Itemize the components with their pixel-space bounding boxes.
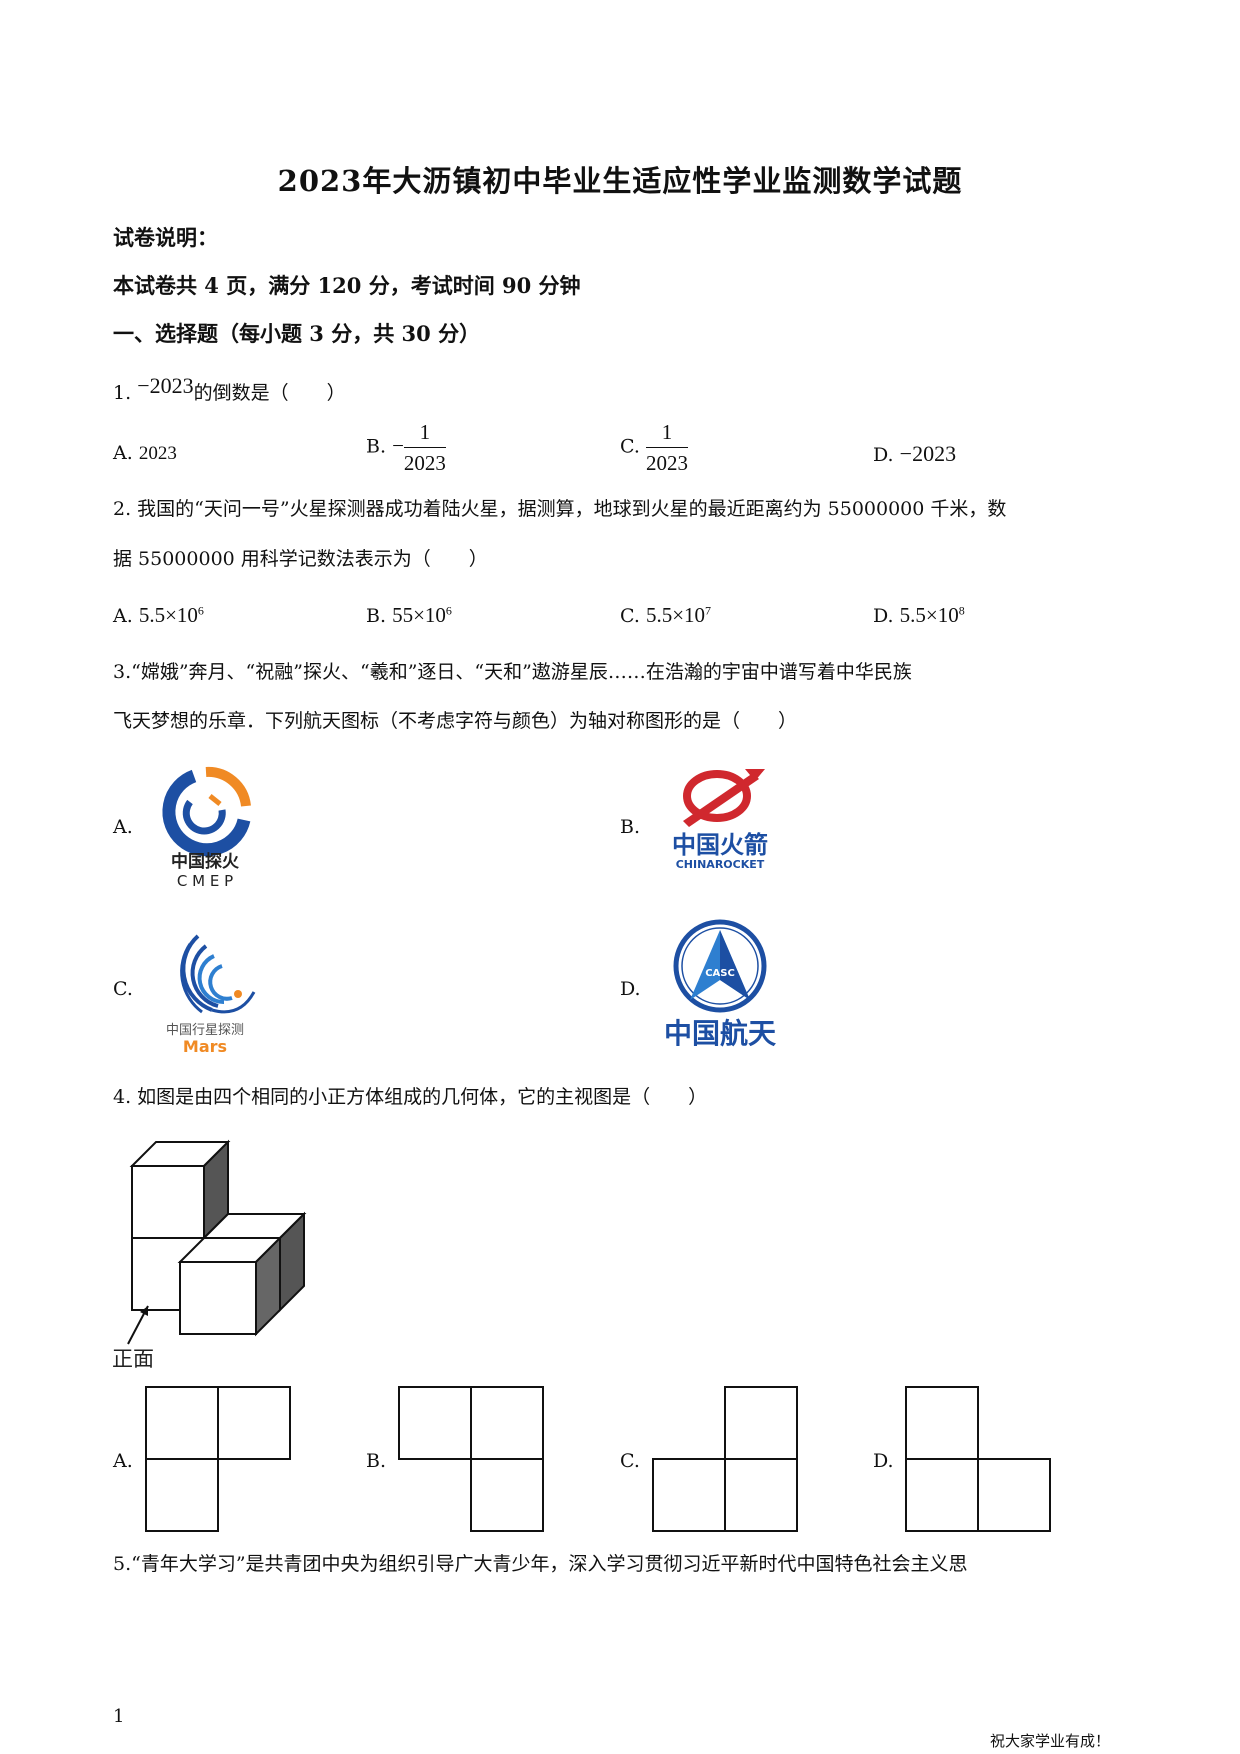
q3-option-a-label: A. bbox=[113, 816, 133, 838]
q1-option-d: D. −2023 bbox=[873, 441, 957, 466]
section-heading: 一、选择题（每小题 3 分，共 30 分） bbox=[113, 321, 481, 346]
q4-option-d-label: D. bbox=[873, 1450, 894, 1472]
q4-option-d-figure bbox=[905, 1386, 1051, 1532]
question-2-line-2: 据 55000000 用科学记数法表示为（ ） bbox=[113, 548, 488, 570]
q3-option-c-label: C. bbox=[113, 978, 133, 1000]
mars-logo-cn: 中国行星探测 bbox=[166, 1023, 244, 1038]
casc-logo-cn: 中国航天 bbox=[664, 1017, 776, 1050]
mars-logo-en: Mars bbox=[183, 1037, 227, 1056]
casc-logo-en: CASC bbox=[705, 968, 735, 979]
cmep-logo-en: C M E P bbox=[177, 872, 233, 890]
question-1-expression: −2023 bbox=[137, 373, 194, 398]
q4-option-b-figure bbox=[398, 1386, 544, 1532]
q4-option-a-label: A. bbox=[113, 1450, 133, 1472]
cube-solid-figure: 正面 bbox=[112, 1139, 307, 1370]
china-rocket-logo-cn: 中国火箭 bbox=[672, 831, 768, 859]
instructions-label: 试卷说明： bbox=[113, 225, 218, 250]
q3-option-d-label: D. bbox=[620, 978, 641, 1000]
q2-option-c: C. 5.5×107 bbox=[620, 603, 712, 627]
q4-option-c-figure bbox=[652, 1386, 798, 1532]
q2-option-a: A. 5.5×106 bbox=[113, 603, 204, 627]
cmep-logo-cn: 中国探火 bbox=[171, 851, 240, 872]
q2-option-b: B. 55×106 bbox=[366, 603, 452, 627]
cmep-logo-icon: 中国探火 C M E P bbox=[162, 766, 251, 890]
q1-option-a: A. 2023 bbox=[113, 442, 177, 464]
q4-option-c-label: C. bbox=[620, 1450, 640, 1472]
instructions-text: 本试卷共 4 页，满分 120 分，考试时间 90 分钟 bbox=[113, 273, 581, 298]
mars-logo-icon: 中国行星探测 Mars bbox=[166, 934, 256, 1056]
front-view-label: 正面 bbox=[112, 1347, 154, 1370]
china-rocket-logo-en: CHINAROCKET bbox=[676, 858, 765, 871]
question-2-line-1: 2. 我国的“天问一号”火星探测器成功着陆火星，据测算，地球到火星的最近距离约为… bbox=[113, 498, 1007, 520]
question-3-line-2: 飞天梦想的乐章．下列航天图标（不考虑字符与颜色）为轴对称图形的是（ ） bbox=[113, 710, 798, 732]
question-1: 1. −2023的倒数是（ ） bbox=[113, 374, 346, 405]
question-4-stem: 4. 如图是由四个相同的小正方体组成的几何体，它的主视图是（ ） bbox=[113, 1086, 708, 1108]
question-5-line-1: 5.“青年大学习”是共青团中央为组织引导广大青少年，深入学习贯彻习近平新时代中国… bbox=[113, 1553, 968, 1575]
question-1-stem: 的倒数是（ ） bbox=[193, 382, 346, 404]
page-title: 2023年大沥镇初中毕业生适应性学业监测数学试题 bbox=[277, 164, 963, 198]
q4-option-b-label: B. bbox=[366, 1450, 387, 1472]
casc-logo-icon: CASC 中国航天 bbox=[664, 919, 776, 1050]
question-3-line-1: 3.“嫦娥”奔月、“祝融”探火、“羲和”逐日、“天和”遨游星辰……在浩瀚的宇宙中… bbox=[113, 661, 912, 683]
china-rocket-logo-icon: 中国火箭 CHINAROCKET bbox=[672, 769, 768, 871]
q3-option-b-label: B. bbox=[620, 816, 641, 838]
page-number: 1 bbox=[113, 1706, 125, 1727]
q4-option-a-figure bbox=[145, 1386, 291, 1532]
footer-slogan: 祝大家学业有成！ bbox=[990, 1732, 1111, 1750]
question-1-number: 1. bbox=[113, 382, 132, 404]
q2-option-d: D. 5.5×108 bbox=[873, 603, 965, 627]
